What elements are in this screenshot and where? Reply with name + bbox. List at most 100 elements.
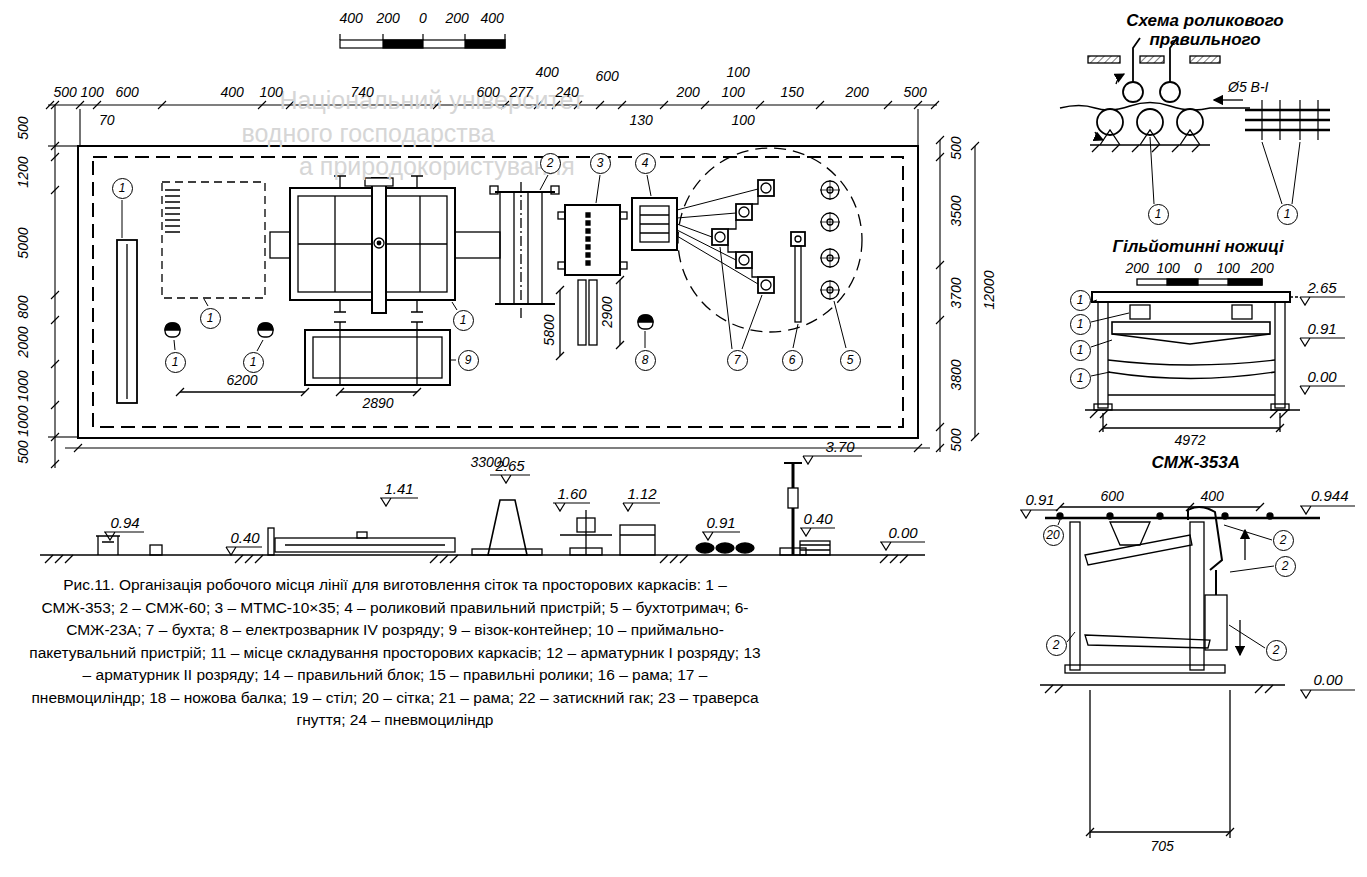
plan-view bbox=[638, 315, 653, 329]
view-heading: Схема роликового правильного bbox=[1113, 11, 1298, 50]
callout-number: 1 bbox=[165, 352, 186, 373]
plan-view bbox=[821, 249, 839, 267]
roller-scheme bbox=[1140, 56, 1164, 63]
plan-view bbox=[677, 189, 758, 284]
guillotine-shears bbox=[1130, 305, 1150, 319]
dimension-label: 200 bbox=[677, 84, 700, 100]
guillotine-shears bbox=[1092, 292, 1290, 302]
plan-view bbox=[640, 206, 669, 242]
roller-scheme bbox=[1160, 82, 1180, 102]
plan-view bbox=[165, 190, 180, 232]
plan-view bbox=[162, 182, 265, 298]
guillotine-shears bbox=[1108, 394, 1275, 395]
plan-view bbox=[821, 213, 839, 231]
level-mark: 2.65 bbox=[496, 457, 525, 474]
plan-view bbox=[791, 232, 805, 246]
level-mark: 3.70 bbox=[826, 438, 855, 455]
level-marker bbox=[880, 542, 925, 550]
elevation-view bbox=[784, 462, 802, 464]
dimension-line bbox=[974, 146, 975, 437]
elevation-view bbox=[560, 534, 612, 535]
plan-view bbox=[180, 391, 305, 392]
dimension-label: 5000 bbox=[14, 227, 30, 258]
dimension-label: 100 bbox=[1157, 260, 1180, 276]
elevation-view bbox=[488, 500, 527, 555]
plan-view bbox=[495, 303, 555, 305]
plan-view bbox=[78, 146, 918, 438]
dimension-label: 600 bbox=[477, 84, 500, 100]
plan-view bbox=[589, 280, 597, 345]
level-marker bbox=[226, 547, 262, 555]
elevation-view bbox=[45, 555, 908, 563]
callout-number: 2 bbox=[540, 153, 561, 174]
elevation-view bbox=[40, 463, 925, 563]
callout-number: 6 bbox=[782, 350, 803, 371]
plan-view bbox=[640, 215, 669, 233]
guillotine-shears bbox=[1290, 296, 1299, 297]
plan-view bbox=[712, 229, 728, 245]
callout-number: 1 bbox=[1148, 204, 1169, 225]
guillotine-shears bbox=[1091, 313, 1129, 322]
dimension-label: 400 bbox=[340, 10, 363, 26]
plan-view bbox=[821, 181, 839, 199]
plan-view bbox=[565, 205, 620, 275]
elevation-view bbox=[357, 532, 367, 538]
level-mark: 0.94 bbox=[111, 514, 140, 531]
bending-machine bbox=[1215, 570, 1217, 595]
guillotine-shears bbox=[1232, 305, 1252, 319]
callout-number: 1 bbox=[453, 310, 474, 331]
leader-line bbox=[742, 295, 762, 349]
dimension-line bbox=[54, 105, 55, 468]
callout-number: 1 bbox=[1070, 368, 1091, 389]
plan-view bbox=[638, 315, 653, 322]
guillotine-shears bbox=[1112, 334, 1270, 344]
dimension-label: 100 bbox=[81, 84, 104, 100]
leader-line bbox=[257, 340, 263, 351]
roller-scheme bbox=[1292, 142, 1300, 204]
bending-machine bbox=[1090, 831, 1230, 832]
guillotine-shears bbox=[1271, 404, 1289, 410]
plan-view bbox=[619, 280, 620, 345]
bending-machine bbox=[1110, 522, 1150, 545]
dimension-line bbox=[46, 101, 979, 468]
plan-view bbox=[258, 323, 273, 330]
dimension-label: 200 bbox=[1251, 260, 1274, 276]
dimension-label: 200 bbox=[446, 10, 469, 26]
plan-view bbox=[558, 262, 565, 269]
plan-view bbox=[820, 212, 840, 232]
dimension-label: 600 bbox=[1101, 488, 1124, 504]
callout-number: 20 bbox=[1043, 525, 1064, 546]
dimension-label: 0 bbox=[1194, 260, 1202, 276]
dimension-label: 400 bbox=[1201, 488, 1224, 504]
dimension-label: 100 bbox=[722, 84, 745, 100]
dimension-label: 0 bbox=[419, 10, 427, 26]
guillotine-shears bbox=[1112, 322, 1270, 334]
elevation-view bbox=[275, 538, 455, 552]
plan-view bbox=[334, 196, 335, 292]
dimension-label: 740 bbox=[351, 84, 374, 100]
bending-machine bbox=[1107, 513, 1113, 519]
elevation-view bbox=[570, 548, 602, 555]
roller-scheme bbox=[1116, 74, 1124, 84]
dimension-line bbox=[51, 101, 59, 468]
callout-number: 2 bbox=[1266, 640, 1287, 661]
plan-view bbox=[736, 252, 752, 268]
guillotine-shears bbox=[1090, 410, 1288, 418]
bending-machine bbox=[1058, 520, 1060, 525]
dimension-line bbox=[65, 447, 930, 448]
guillotine-shears bbox=[1099, 413, 1284, 432]
dimension-line bbox=[936, 136, 944, 452]
roller-scheme bbox=[1123, 82, 1143, 102]
roller-scheme bbox=[1088, 56, 1120, 63]
plan-view bbox=[632, 198, 677, 250]
callout-number: 5 bbox=[840, 350, 861, 371]
level-marker bbox=[1300, 506, 1355, 514]
bending-machine bbox=[1205, 595, 1227, 650]
plan-view bbox=[739, 255, 749, 265]
plan-view bbox=[820, 280, 840, 300]
dimension-label: 1000 bbox=[14, 370, 30, 401]
level-mark: 0.40 bbox=[804, 510, 833, 527]
guillotine-shears bbox=[1091, 300, 1097, 302]
level-marker bbox=[1300, 297, 1345, 305]
